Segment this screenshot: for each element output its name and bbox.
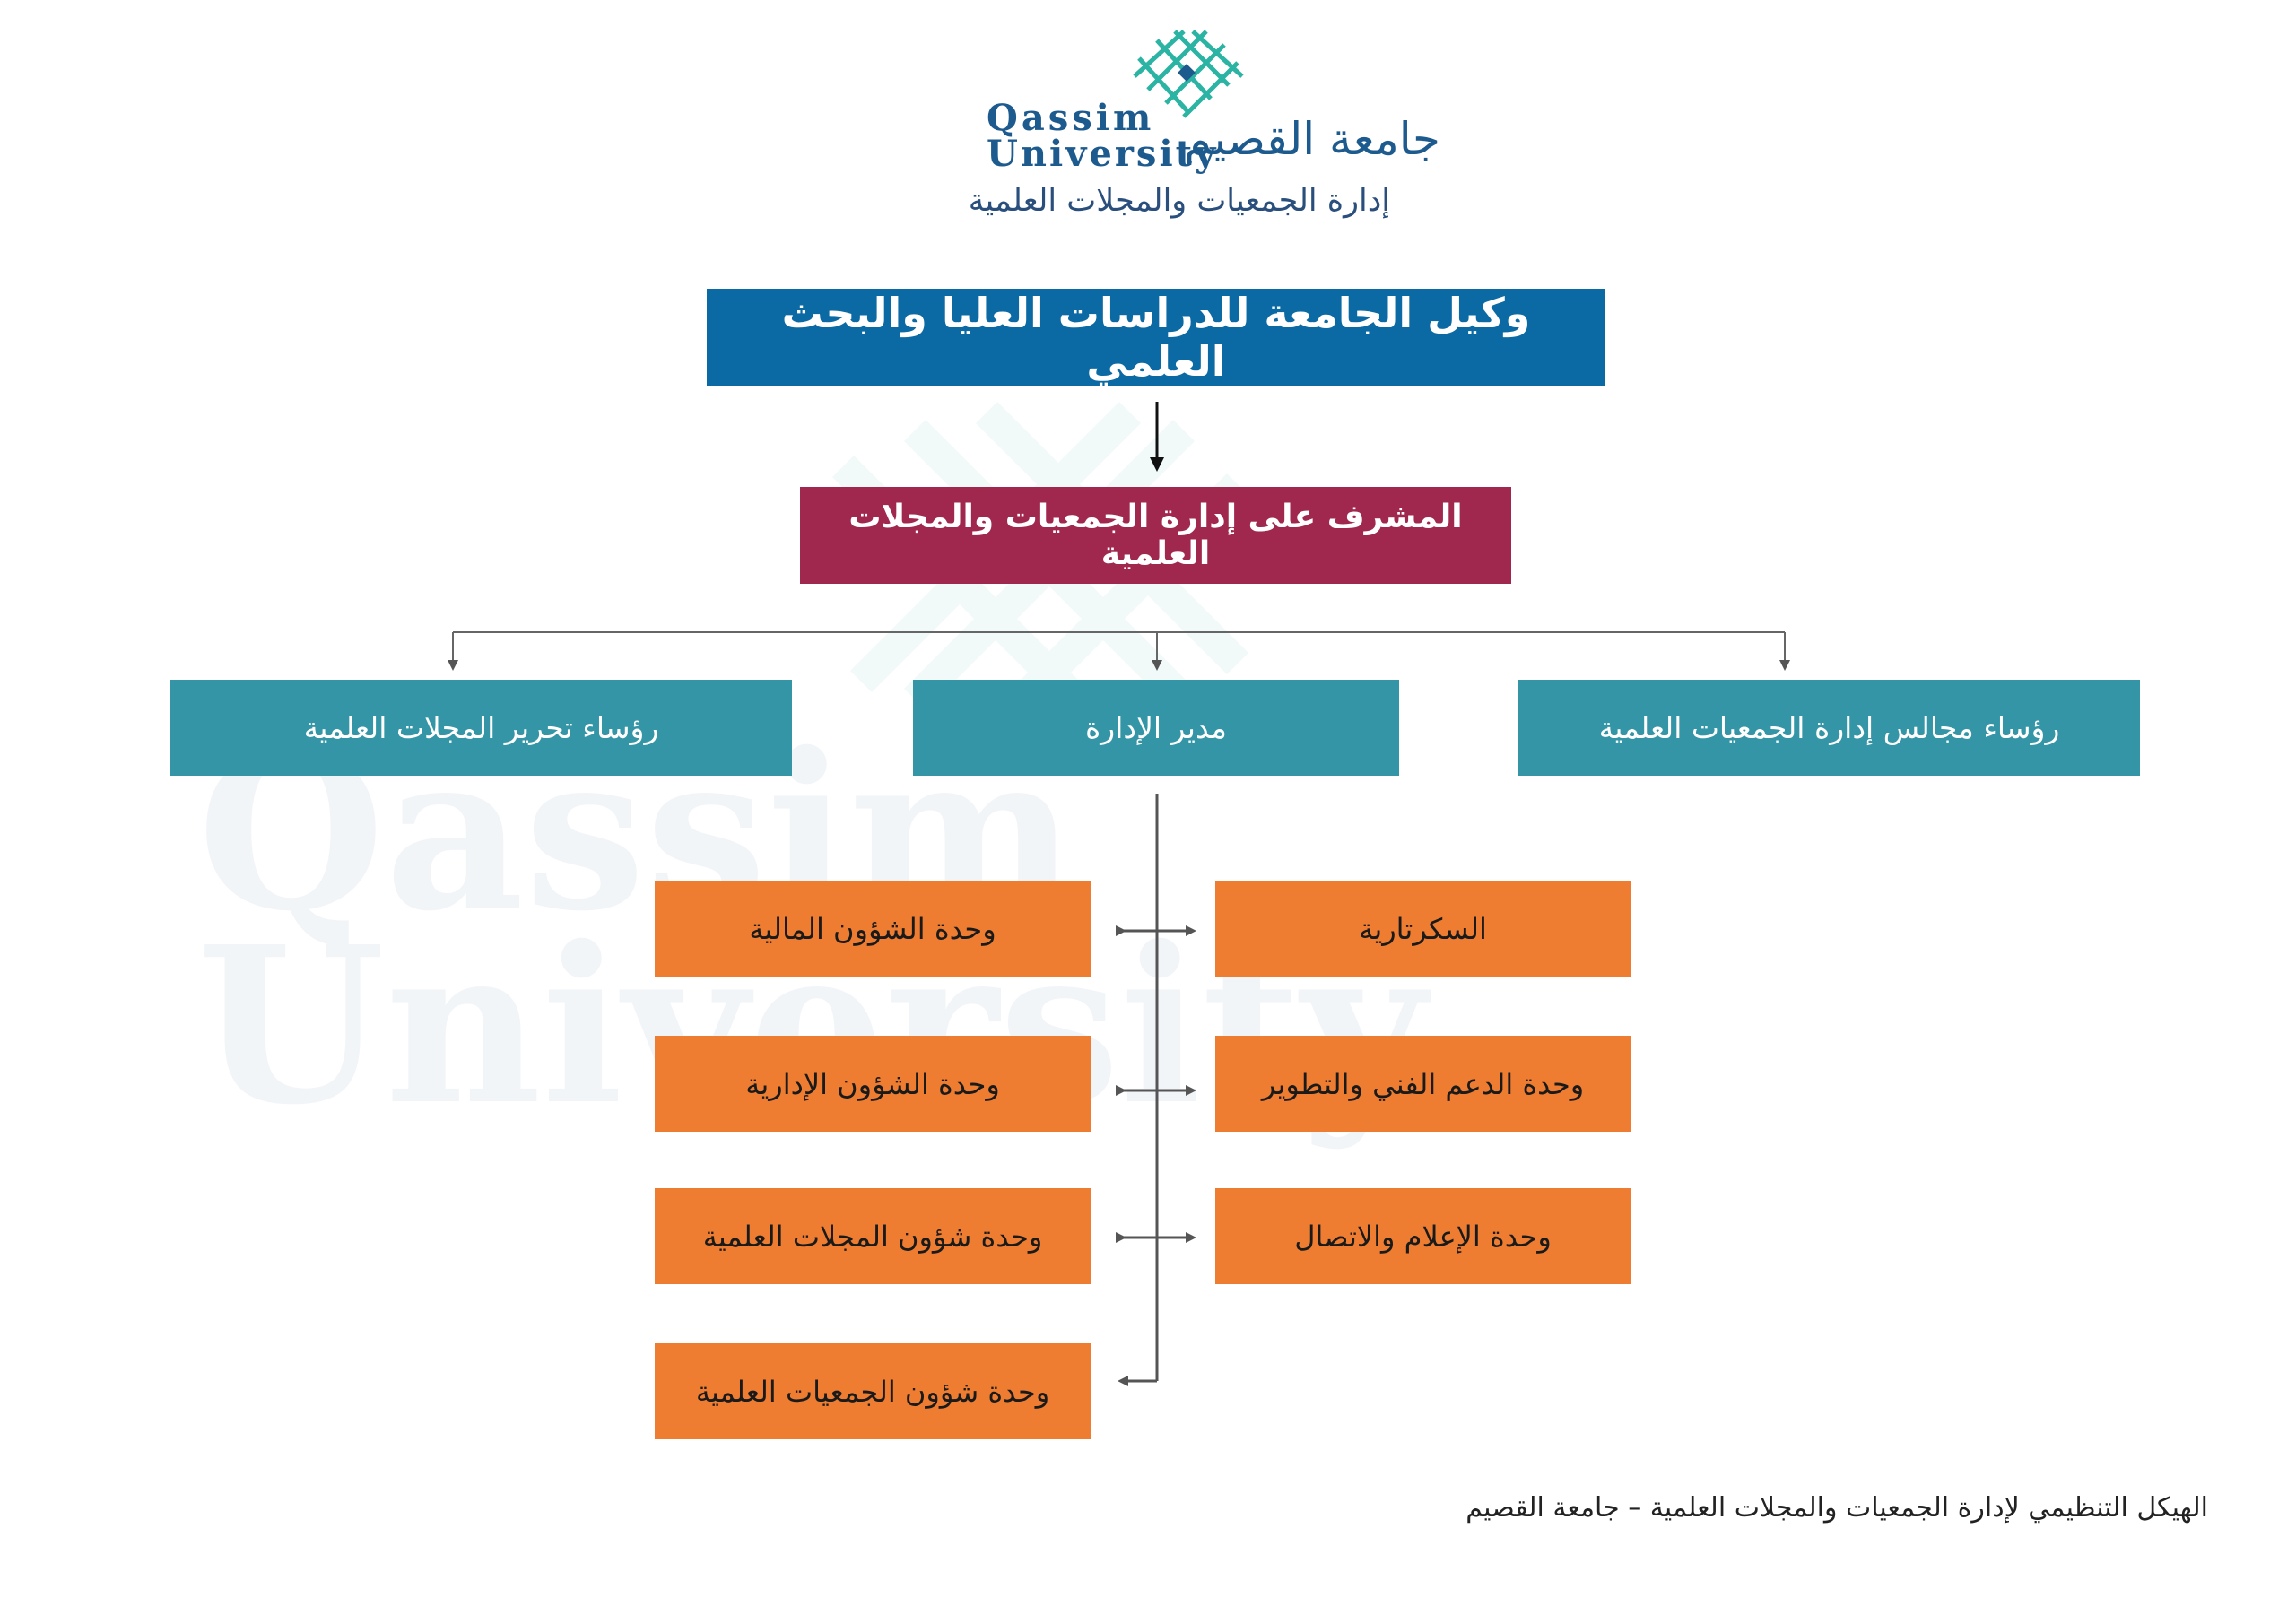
logo-en-line2: University [987, 133, 1219, 175]
editors-box: رؤساء تحرير المجلات العلمية [170, 680, 792, 776]
unit-label: وحدة شؤون الجمعيات العلمية [695, 1374, 1050, 1409]
unit-financial-affairs: وحدة الشؤون المالية [655, 881, 1091, 977]
unit-journals-affairs: وحدة شؤون المجلات العلمية [655, 1188, 1091, 1284]
supervisor-label: المشرف على إدارة الجمعيات والمجلات العلم… [848, 499, 1463, 572]
unit-label: وحدة الشؤون المالية [749, 911, 996, 946]
top-box-label: وكيل الجامعة للدراسات العليا والبحث العل… [781, 289, 1531, 386]
unit-label: وحدة شؤون المجلات العلمية [702, 1219, 1043, 1254]
footer-caption: الهيكل التنظيمي لإدارة الجمعيات والمجلات… [1465, 1492, 2208, 1524]
logo-en-line1: Qassim [987, 97, 1155, 139]
unit-administrative-affairs: وحدة الشؤون الإدارية [655, 1036, 1091, 1132]
department-name: إدارة الجمعيات والمجلات العلمية [968, 183, 1390, 219]
society-boards-box: رؤساء مجالس إدارة الجمعيات العلمية [1518, 680, 2140, 776]
unit-societies-affairs: وحدة شؤون الجمعيات العلمية [655, 1343, 1091, 1439]
unit-label: السكرتارية [1359, 911, 1487, 946]
supervisor-box: المشرف على إدارة الجمعيات والمجلات العلم… [800, 487, 1511, 584]
logo-lattice-icon [1133, 30, 1244, 118]
unit-secretariat: السكرتارية [1215, 881, 1631, 977]
unit-label: وحدة الدعم الفني والتطوير [1261, 1066, 1585, 1101]
unit-technical-support: وحدة الدعم الفني والتطوير [1215, 1036, 1631, 1132]
editors-label: رؤساء تحرير المجلات العلمية [303, 710, 659, 745]
unit-label: وحدة الإعلام والاتصال [1294, 1219, 1552, 1254]
unit-label: وحدة الشؤون الإدارية [745, 1066, 1000, 1101]
director-label: مدير الإدارة [1085, 710, 1227, 745]
unit-media-communication: وحدة الإعلام والاتصال [1215, 1188, 1631, 1284]
society-boards-label: رؤساء مجالس إدارة الجمعيات العلمية [1598, 710, 2060, 745]
university-logo: Qassim University جامعة القصيم [987, 27, 1440, 179]
top-box-vice-rector: وكيل الجامعة للدراسات العليا والبحث العل… [707, 289, 1605, 386]
director-box: مدير الإدارة [913, 680, 1399, 776]
logo-ar: جامعة القصيم [1184, 113, 1440, 165]
